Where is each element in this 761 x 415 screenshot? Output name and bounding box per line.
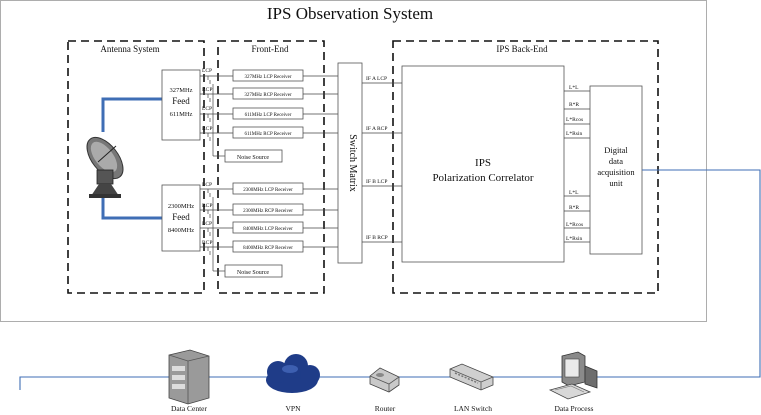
feed-output-lines: [200, 75, 233, 272]
pol-label-2: RCP: [202, 87, 212, 93]
receiver-box: [232, 182, 304, 195]
daq-line3: acquisition: [597, 167, 635, 177]
cloud-icon: [266, 354, 320, 393]
receiver-label-3: 611MHz LCP Receiver: [245, 113, 292, 118]
product-label-6: R*R: [569, 205, 579, 211]
product-label-3: L*Rcos: [566, 117, 583, 123]
polarization-correlator-box: [401, 65, 565, 263]
network-label-data-center: Data Center: [171, 404, 208, 413]
antenna-system-label: Antenna System: [100, 44, 159, 54]
if-label-2: IF A RCP: [366, 126, 387, 132]
front-end-section: [217, 40, 325, 294]
noise-source-label-2: Noise Source: [237, 270, 269, 276]
receiver-box: [232, 87, 304, 100]
pol-label-3: LCP: [202, 106, 212, 112]
feed-2-line2: Feed: [172, 212, 190, 222]
feed-1-line2: Feed: [172, 96, 190, 106]
backend-label: IPS Back-End: [496, 44, 548, 54]
network-label-lan-switch: LAN Switch: [454, 404, 492, 413]
feed-2-line1: 2300MHz: [168, 203, 194, 210]
receiver-label-2: 327MHz RCP Receiver: [244, 93, 292, 98]
network-label-vpn: VPN: [285, 404, 301, 413]
pol-label-6: RCP: [202, 203, 212, 209]
dish-antenna-icon: [86, 136, 124, 198]
if-label-3: IF B LCP: [366, 179, 387, 185]
antenna-system-section: [67, 40, 205, 294]
switch-icon: [449, 363, 494, 391]
feed-box-high: [161, 184, 201, 252]
receiver-boxes: [232, 69, 304, 253]
daq-line1: Digital: [604, 145, 628, 155]
product-label-8: L*Rsin: [566, 236, 582, 242]
correlator-line1: IPS: [475, 157, 491, 169]
feed-1-line1: 327MHz: [169, 87, 192, 94]
pol-label-7: LCP: [202, 221, 212, 227]
diagram-title: IPS Observation System: [267, 4, 433, 23]
receiver-label-6: 2300MHz RCP Receiver: [243, 209, 293, 214]
product-label-5: L*L: [569, 190, 579, 196]
network-link: [19, 169, 761, 390]
pol-label-4: RCP: [202, 126, 212, 132]
feed-links: [101, 97, 162, 220]
receiver-label-1: 327MHz LCP Receiver: [244, 75, 291, 80]
receiver-label-8: 8400MHz RCP Receiver: [243, 246, 293, 251]
router-icon: [369, 367, 400, 393]
if-label-1: IF A LCP: [366, 76, 387, 82]
receiver-box: [232, 69, 304, 82]
product-label-7: L*Rcos: [566, 222, 583, 228]
receiver-box: [232, 240, 304, 253]
feed-2-line3: 8400MHz: [168, 227, 194, 234]
server-icon: [168, 349, 210, 405]
daq-line2: data: [609, 156, 623, 166]
product-label-2: R*R: [569, 102, 579, 108]
receiver-box: [232, 203, 304, 216]
pol-label-8: RCP: [202, 240, 212, 246]
product-label-4: L*Rsin: [566, 131, 582, 137]
product-label-1: L*L: [569, 85, 579, 91]
switch-matrix-label: Switch Matrix: [347, 134, 358, 192]
noise-source-box: [224, 264, 283, 278]
network-label-data-process: Data Process: [555, 404, 594, 413]
receiver-output-lines: [303, 75, 338, 248]
receiver-label-7: 8400MHz LCP Receiver: [243, 227, 293, 232]
receiver-box: [232, 221, 304, 234]
pol-label-5: LCP: [202, 182, 212, 188]
receiver-box: [232, 107, 304, 120]
receiver-label-4: 611MHz RCP Receiver: [244, 132, 291, 137]
noise-source-label-1: Noise Source: [237, 155, 269, 161]
if-label-4: IF B RCP: [366, 235, 388, 241]
front-end-label: Front-End: [252, 44, 289, 54]
switch-matrix-box: [337, 62, 363, 264]
correlator-line2: Polarization Correlator: [432, 172, 533, 184]
backend-section: [392, 40, 659, 294]
network-label-router: Router: [375, 404, 396, 413]
noise-source-box: [224, 149, 283, 163]
daq-unit-box: [589, 85, 643, 255]
if-lines: [362, 82, 402, 243]
daq-line4: unit: [609, 178, 623, 188]
pol-label-1: LCP: [202, 68, 212, 74]
product-lines: [564, 90, 590, 243]
workstation-icon: [548, 351, 598, 400]
feed-1-line3: 611MHz: [170, 111, 193, 118]
receiver-label-5: 2300MHz LCP Receiver: [243, 188, 293, 193]
receiver-box: [232, 126, 304, 139]
feed-box-low: [161, 69, 201, 141]
